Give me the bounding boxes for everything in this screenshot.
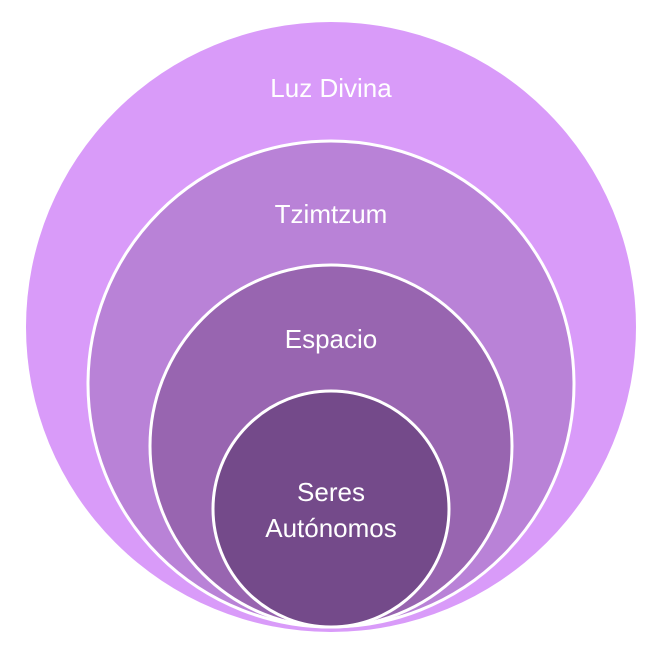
ring-tzimtzum-label-line: Tzimtzum	[275, 199, 388, 229]
ring-seres-autonomos-label-line: Seres	[297, 477, 365, 507]
ring-seres-autonomos	[211, 389, 451, 629]
ring-tzimtzum-label: Tzimtzum	[275, 199, 388, 229]
ring-seres-autonomos-label-line: Autónomos	[265, 513, 397, 543]
ring-luz-divina-label: Luz Divina	[270, 73, 392, 103]
rings-layer	[26, 22, 636, 632]
ring-luz-divina-label-line: Luz Divina	[270, 73, 392, 103]
ring-espacio-label: Espacio	[285, 324, 378, 354]
ring-espacio-label-line: Espacio	[285, 324, 378, 354]
